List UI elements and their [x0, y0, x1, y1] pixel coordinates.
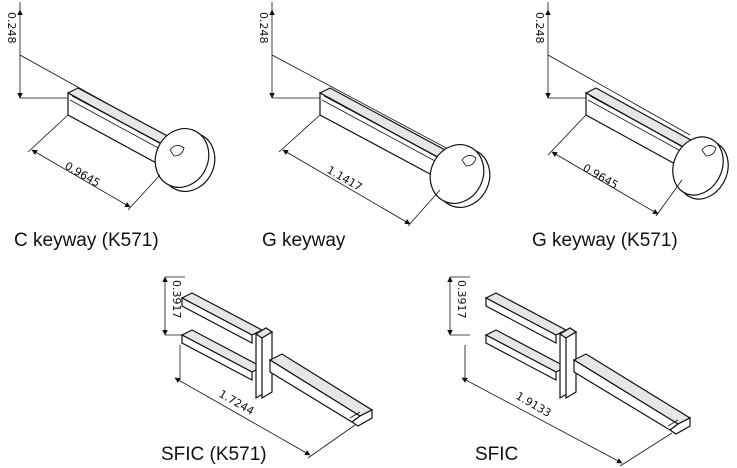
- part-sfic: 0.3917 1.9133: [447, 276, 692, 467]
- caption-sfic-k571: SFIC (K571): [161, 444, 267, 465]
- sfk-height-label: 0.3917: [170, 280, 183, 319]
- caption-sfic: SFIC: [475, 444, 519, 465]
- c-length-label: 0.9645: [63, 159, 103, 190]
- sf-height-label: 0.3917: [455, 280, 468, 319]
- g-height-label: 0.248: [257, 12, 270, 44]
- part-c-keyway-k571: 0.248 0.9645: [5, 2, 216, 211]
- caption-g-keyway-k571: G keyway (K571): [532, 230, 678, 251]
- c-height-label: 0.248: [5, 12, 18, 44]
- gk-length-label: 0.9645: [581, 161, 621, 192]
- g-length-label: 1.1417: [325, 163, 365, 194]
- part-sfic-k571: 0.3917 1.7244: [162, 276, 374, 459]
- part-g-keyway: 0.248 1.1417: [257, 2, 491, 227]
- sf-length-label: 1.9133: [514, 389, 554, 420]
- caption-c-keyway-k571: C keyway (K571): [14, 230, 159, 251]
- part-g-keyway-k571: 0.248 0.9645: [533, 2, 729, 217]
- caption-g-keyway: G keyway: [262, 230, 346, 251]
- gk-height-label: 0.248: [533, 12, 546, 44]
